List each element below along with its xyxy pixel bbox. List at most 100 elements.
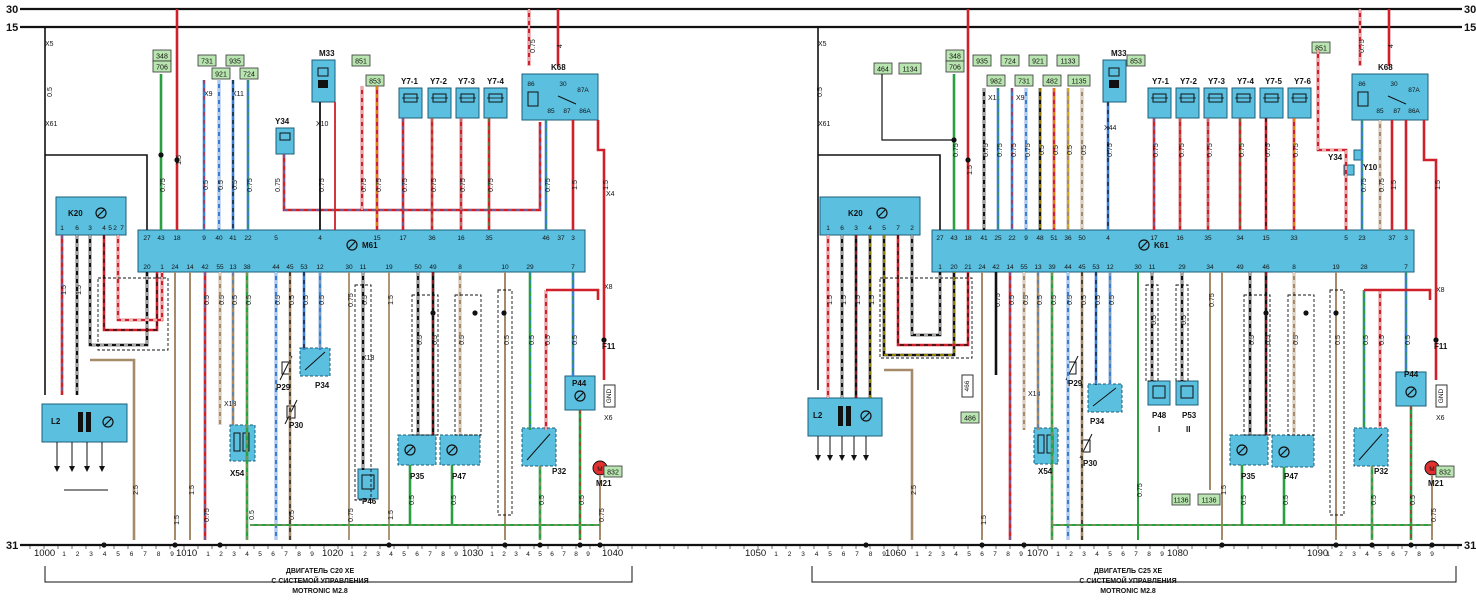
wire-size-left-7: 0.75	[275, 178, 282, 192]
scale-tick-right-c2: 3	[1082, 551, 1086, 558]
wire-left-49	[546, 288, 600, 300]
wire-size-left-52: 1.5	[388, 510, 395, 520]
tag-486-right: 486	[964, 416, 976, 423]
relay-coil-left	[527, 91, 539, 107]
wire-size-right-33: 0.5	[1037, 295, 1044, 305]
scale-tick-left-d0: 1	[490, 551, 494, 558]
tag-851-right: 851	[1315, 46, 1327, 53]
k20-pin-left-6: 7	[120, 225, 124, 232]
scale-tick-left-b7: 8	[297, 551, 301, 558]
wire-size-right-31: 0.5	[1009, 295, 1016, 305]
ecu-top-pin-right-9: 36	[1064, 235, 1072, 242]
inj4-label-left: Y7-4	[487, 77, 504, 86]
p32-label-left: P32	[552, 467, 567, 476]
x54-inner-left-a	[233, 432, 241, 452]
wire-size-right-37: 0.5	[1095, 295, 1102, 305]
relay-pin-right-0: 86	[1358, 81, 1366, 88]
coil-symbol-left-arrow	[104, 418, 112, 426]
wire-size-left-22: 2.5	[133, 485, 140, 495]
tag-706-right: 706	[949, 65, 961, 72]
scale-mark-1060: 1060	[885, 548, 906, 559]
caption-bracket-left	[44, 566, 633, 583]
scale-mark-1080: 1080	[1167, 548, 1188, 559]
p35-symbol-left-arrow	[406, 446, 414, 454]
wire-size-right-27: 1.5	[869, 295, 876, 305]
wire-size-left-3: 0.5	[203, 180, 210, 190]
p47-label-left: P47	[452, 472, 467, 481]
wire-size-left-35: 1.5	[388, 295, 395, 305]
scale-tick-left-d4: 5	[538, 551, 542, 558]
junction-right-4	[1263, 310, 1269, 316]
junction-right-3	[1303, 310, 1309, 316]
conn-x61-right: X61	[818, 121, 831, 128]
ground-left-0	[101, 542, 107, 548]
ecu-bottom-pin-left-19: 29	[526, 264, 534, 271]
scale-tick-right-d5: 6	[1391, 551, 1395, 558]
ecu-top-pin-left-8: 4	[318, 235, 322, 242]
wire-left-10-stripe	[283, 122, 541, 211]
scale-tick-left-b2: 3	[232, 551, 236, 558]
coil-arrow-left-3	[99, 466, 105, 472]
shield-left-p47	[454, 294, 482, 436]
rail-label-31-right: 31	[1464, 540, 1476, 552]
junction-left-4	[430, 310, 436, 316]
tag-706-right-box	[945, 60, 965, 73]
p35-symbol-left-ring	[404, 444, 416, 456]
tag-851-right-box	[1311, 41, 1331, 54]
ecu-top-pin-left-11: 36	[428, 235, 436, 242]
wire-size-right-4: 0.75	[997, 143, 1004, 157]
tag-348-right: 348	[949, 54, 961, 61]
ecu-bottom-pin-right-14: 11	[1149, 264, 1156, 271]
scale-tick-left-d2: 3	[514, 551, 518, 558]
scale-tick-left-a1: 2	[76, 551, 80, 558]
scale-tick-right-a2: 3	[801, 551, 805, 558]
wire-size-right-10: 0.5	[1081, 145, 1088, 155]
p35-label-right: P35	[1241, 472, 1256, 481]
junction-left-5	[601, 337, 607, 343]
p30-label-left: P30	[289, 421, 304, 430]
scale-tick-left-c3: 4	[389, 551, 393, 558]
p35-box-left	[397, 434, 437, 466]
junction-right-1	[951, 137, 957, 143]
tag-1136-right-box	[1197, 493, 1221, 506]
k20-pin-right-6: 2	[910, 225, 914, 232]
tag-1136-right: 1136	[1201, 498, 1216, 505]
wire-size-right-16: 0.75	[1265, 143, 1272, 157]
tag-gnd-left: GND	[606, 388, 613, 403]
tag-1133-right: 1133	[1060, 59, 1075, 66]
m33-symbol-left	[317, 67, 329, 77]
p44-label-right: P44	[1404, 370, 1419, 379]
shield-left-p35	[411, 294, 439, 436]
coil-arrow-right-3	[851, 455, 857, 461]
m21-motor-glyph-left: M	[597, 466, 602, 473]
wire-size-left-4: 0.5	[218, 180, 225, 190]
relay-pin-right-3: 85	[1376, 108, 1384, 115]
scale-tick-left-c4: 5	[402, 551, 406, 558]
injector-box-left-3	[483, 87, 508, 119]
coil-core-right-b	[846, 406, 851, 426]
junction-right-0	[965, 157, 971, 163]
relay-pin-left-0: 86	[527, 81, 535, 88]
y34-box-left	[275, 127, 295, 155]
relay-contact-right	[1387, 95, 1407, 105]
ecu-bottom-pin-left-14: 19	[385, 264, 393, 271]
ecu-top-pin-right-15: 34	[1236, 235, 1244, 242]
tag-gnd-right-box	[1435, 384, 1448, 408]
wire-left-21	[596, 120, 606, 340]
p34-label-right: P34	[1090, 417, 1105, 426]
wire-size-right-23: 1.5	[1435, 180, 1442, 190]
wire-size-left-5: 0.5	[232, 180, 239, 190]
inj1-label-left: Y7-1	[401, 77, 418, 86]
ecu-bottom-pin-right-22: 7	[1404, 264, 1408, 271]
wire-right-35	[884, 368, 914, 540]
tag-853-right-box	[1126, 54, 1146, 67]
coil-symbol-right-ring	[860, 410, 872, 422]
p32-symbol-right	[1358, 433, 1383, 461]
shield-left-k20	[97, 277, 169, 351]
scale-tick-left-c7: 8	[441, 551, 445, 558]
ecu-bottom-pin-right-18: 46	[1262, 264, 1270, 271]
injector-box-left-2	[455, 87, 480, 119]
ecu-top-pin-right-20: 37	[1388, 235, 1396, 242]
relay-pin-right-5: 86A	[1408, 108, 1420, 115]
